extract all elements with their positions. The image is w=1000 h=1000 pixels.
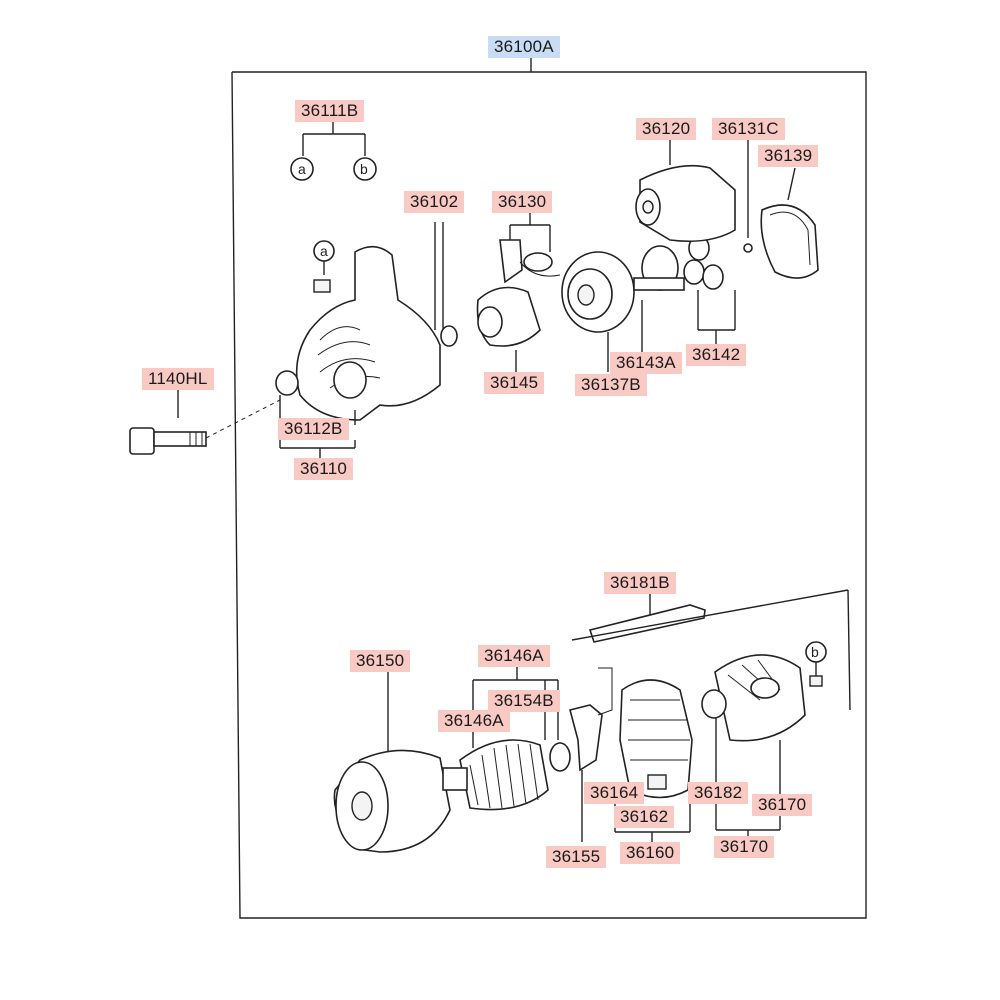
callout-circle-b (353, 157, 377, 181)
part-36130-lever (499, 212, 561, 284)
part-36137B-gear-housing (561, 251, 635, 372)
label-36146A-mid[interactable]: 36146A (438, 710, 510, 732)
label-36112B[interactable]: 36112B (278, 418, 349, 440)
part-small-bolt-a: a (313, 240, 335, 293)
label-assembly-36100A[interactable]: 36100A (488, 36, 560, 58)
label-36154B[interactable]: 36154B (488, 690, 560, 712)
part-36145-overrunning-clutch (476, 286, 541, 372)
callout-letter-b: b (360, 161, 368, 177)
svg-text:a: a (320, 243, 328, 259)
label-36131C[interactable]: 36131C (712, 118, 785, 140)
label-36111B[interactable]: 36111B (295, 100, 365, 122)
callout-circle-a (290, 157, 314, 181)
part-36146A-armature (442, 666, 571, 811)
label-36181B[interactable]: 36181B (604, 572, 676, 594)
label-36130[interactable]: 36130 (492, 191, 553, 213)
part-36120-solenoid (635, 140, 736, 243)
label-36120[interactable]: 36120 (636, 118, 697, 140)
label-36182[interactable]: 36182 (688, 782, 749, 804)
part-36143A-shaft (633, 245, 685, 352)
label-36150[interactable]: 36150 (350, 650, 411, 672)
part-36181B-through-bolt (571, 589, 851, 711)
assembly-frame (231, 58, 867, 919)
label-36139[interactable]: 36139 (758, 145, 819, 167)
svg-text:b: b (811, 644, 819, 660)
part-36150-yoke (333, 670, 451, 853)
label-36170-b[interactable]: 36170 (714, 836, 775, 858)
label-36146A-top[interactable]: 36146A (478, 645, 550, 667)
label-36137B[interactable]: 36137B (575, 374, 647, 396)
label-36102[interactable]: 36102 (404, 191, 465, 213)
part-36160-brush-holder (614, 679, 693, 842)
part-36170-rear-cover: b (701, 641, 827, 838)
label-36142[interactable]: 36142 (686, 344, 747, 366)
callout-letter-a: a (298, 161, 306, 177)
label-36160[interactable]: 36160 (620, 842, 681, 864)
label-36143A[interactable]: 36143A (610, 352, 682, 374)
part-36139-plate (760, 167, 819, 279)
label-36164[interactable]: 36164 (584, 782, 645, 804)
part-36142-planet-gears (683, 235, 736, 345)
label-36155[interactable]: 36155 (546, 846, 607, 868)
part-1140HL-bolt (129, 390, 281, 455)
label-36110[interactable]: 36110 (294, 458, 354, 480)
bracket-36112B-36110 (279, 440, 356, 460)
part-36110-front-housing (275, 245, 441, 425)
part-36131C-pin (743, 140, 753, 253)
label-1140HL[interactable]: 1140HL (142, 368, 214, 390)
callout-group-36111B: a b (290, 122, 377, 181)
label-36145[interactable]: 36145 (484, 372, 545, 394)
part-36155-spring (569, 667, 613, 842)
part-36102-rod (434, 222, 458, 347)
label-36170-a[interactable]: 36170 (752, 794, 813, 816)
label-36162[interactable]: 36162 (614, 806, 675, 828)
